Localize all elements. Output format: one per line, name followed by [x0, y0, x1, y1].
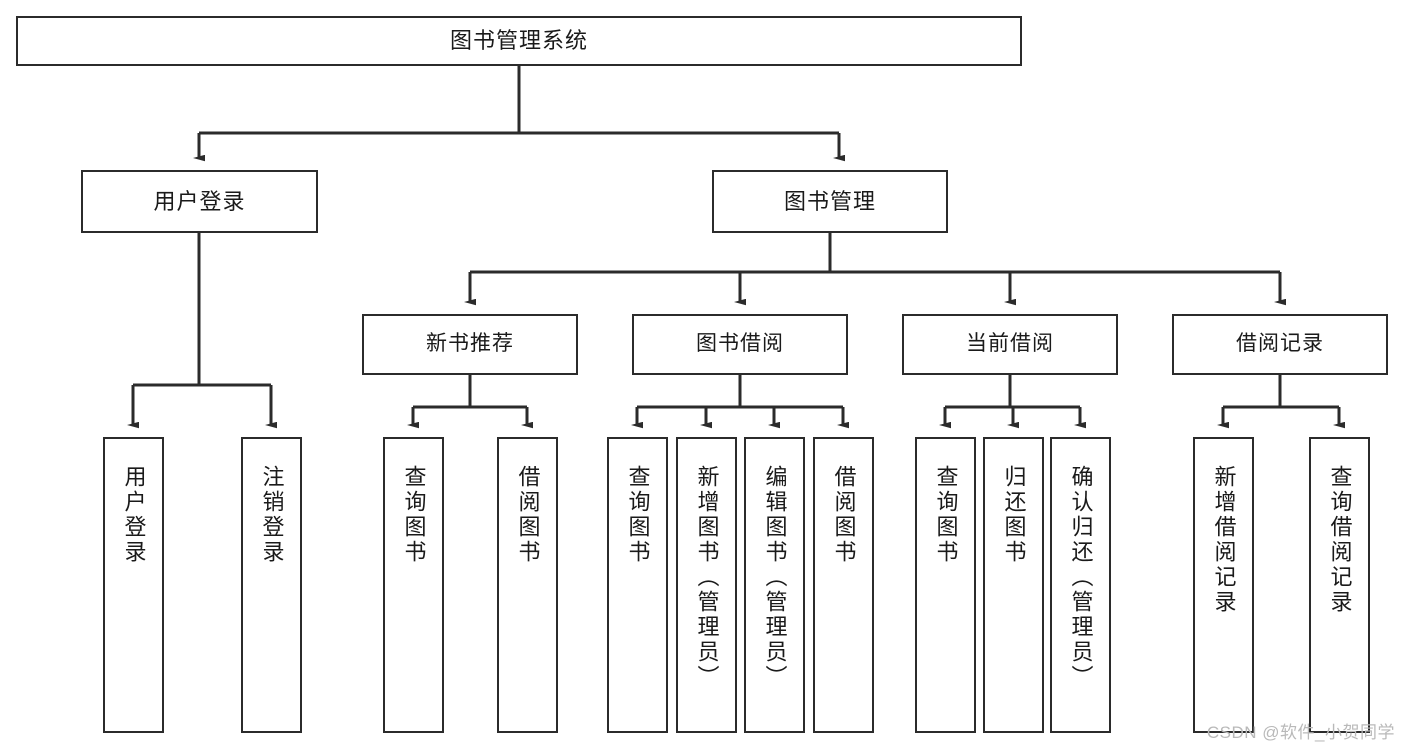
node-borrow-record[interactable]: 借阅记录	[1172, 314, 1388, 375]
node-leaf-query-book-1[interactable]: 查询图书	[383, 437, 444, 733]
node-leaf-user-login-label: 用户登录	[121, 465, 147, 565]
node-leaf-user-login[interactable]: 用户登录	[103, 437, 164, 733]
node-current-borrow-label: 当前借阅	[966, 332, 1054, 356]
node-new-book-recommend[interactable]: 新书推荐	[362, 314, 578, 375]
node-leaf-query-borrow-record-label: 查询借阅记录	[1327, 465, 1353, 615]
node-leaf-query-book-2[interactable]: 查询图书	[607, 437, 668, 733]
node-leaf-borrow-book-1[interactable]: 借阅图书	[497, 437, 558, 733]
node-borrow-record-label: 借阅记录	[1236, 332, 1324, 356]
node-leaf-borrow-book-2[interactable]: 借阅图书	[813, 437, 874, 733]
node-user-login-label: 用户登录	[153, 188, 246, 214]
node-leaf-add-book-label: 新增图书（管理员）	[694, 465, 720, 690]
node-leaf-confirm-return[interactable]: 确认归还（管理员）	[1050, 437, 1111, 733]
node-leaf-logout-login[interactable]: 注销登录	[241, 437, 302, 733]
node-leaf-add-borrow-record-label: 新增借阅记录	[1211, 465, 1237, 615]
node-book-manage[interactable]: 图书管理	[712, 170, 948, 233]
node-leaf-return-book[interactable]: 归还图书	[983, 437, 1044, 733]
node-leaf-borrow-book-1-label: 借阅图书	[515, 465, 541, 565]
node-leaf-borrow-book-2-label: 借阅图书	[831, 465, 857, 565]
node-leaf-confirm-return-label: 确认归还（管理员）	[1068, 465, 1094, 690]
watermark-text: CSDN @软件_小贺同学	[1206, 723, 1395, 742]
node-leaf-edit-book[interactable]: 编辑图书（管理员）	[744, 437, 805, 733]
node-root-label: 图书管理系统	[449, 28, 588, 54]
node-current-borrow[interactable]: 当前借阅	[902, 314, 1118, 375]
node-leaf-add-book[interactable]: 新增图书（管理员）	[676, 437, 737, 733]
node-book-manage-label: 图书管理	[783, 188, 876, 214]
node-book-borrow-label: 图书借阅	[696, 332, 784, 356]
node-leaf-return-book-label: 归还图书	[1001, 465, 1027, 565]
node-leaf-add-borrow-record[interactable]: 新增借阅记录	[1193, 437, 1254, 733]
node-leaf-query-book-3-label: 查询图书	[933, 465, 959, 565]
node-leaf-query-borrow-record[interactable]: 查询借阅记录	[1309, 437, 1370, 733]
node-root[interactable]: 图书管理系统	[16, 16, 1022, 66]
node-user-login[interactable]: 用户登录	[81, 170, 318, 233]
node-leaf-query-book-3[interactable]: 查询图书	[915, 437, 976, 733]
node-leaf-query-book-2-label: 查询图书	[625, 465, 651, 565]
node-leaf-logout-login-label: 注销登录	[259, 465, 285, 565]
node-new-book-recommend-label: 新书推荐	[426, 332, 514, 356]
node-leaf-edit-book-label: 编辑图书（管理员）	[762, 465, 788, 690]
node-book-borrow[interactable]: 图书借阅	[632, 314, 848, 375]
node-leaf-query-book-1-label: 查询图书	[401, 465, 427, 565]
